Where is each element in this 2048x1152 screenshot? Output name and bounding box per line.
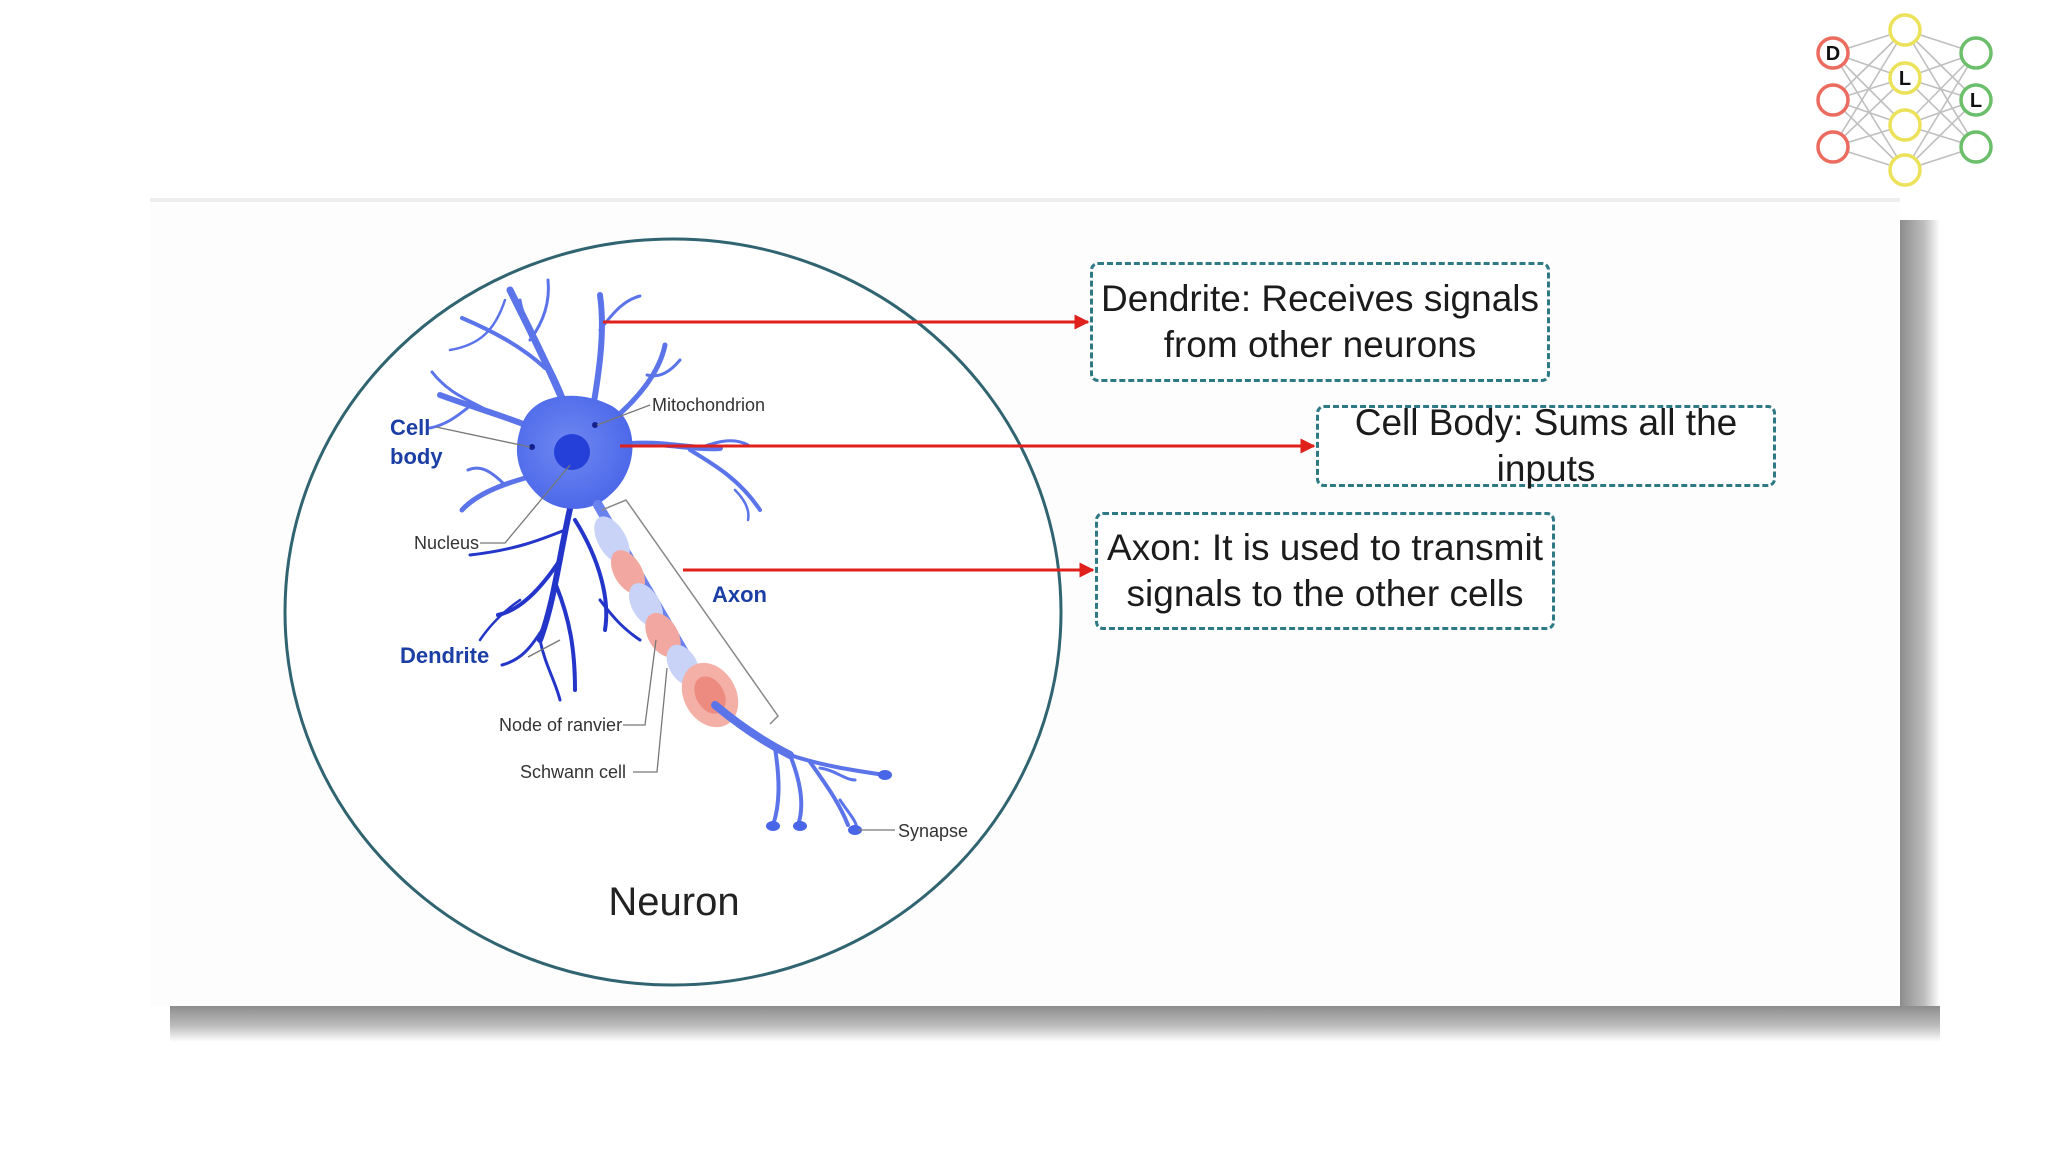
label-synapse: Synapse	[898, 821, 968, 841]
callout-cell-body: Cell Body: Sums all the inputs	[1316, 405, 1776, 487]
label-schwann-cell: Schwann cell	[520, 762, 626, 782]
nucleus	[554, 434, 590, 470]
callout-dendrite: Dendrite: Receives signals from other ne…	[1090, 262, 1550, 382]
label-nucleus: Nucleus	[414, 533, 479, 553]
label-node-of-ranvier: Node of ranvier	[499, 715, 622, 735]
label-axon: Axon	[712, 582, 767, 607]
label-cell-body-line2: body	[390, 444, 443, 469]
neuron-title: Neuron	[608, 880, 739, 924]
callout-cell-body-text: Cell Body: Sums all the inputs	[1319, 400, 1773, 492]
callout-dendrite-text: Dendrite: Receives signals from other ne…	[1101, 276, 1539, 368]
callout-axon: Axon: It is used to transmit signals to …	[1095, 512, 1555, 630]
label-dendrite: Dendrite	[400, 643, 489, 668]
neuron-circle	[285, 239, 1061, 985]
callout-axon-text: Axon: It is used to transmit signals to …	[1107, 525, 1543, 617]
label-mitochondrion: Mitochondrion	[652, 395, 765, 415]
label-cell-body-line1: Cell	[390, 415, 430, 440]
